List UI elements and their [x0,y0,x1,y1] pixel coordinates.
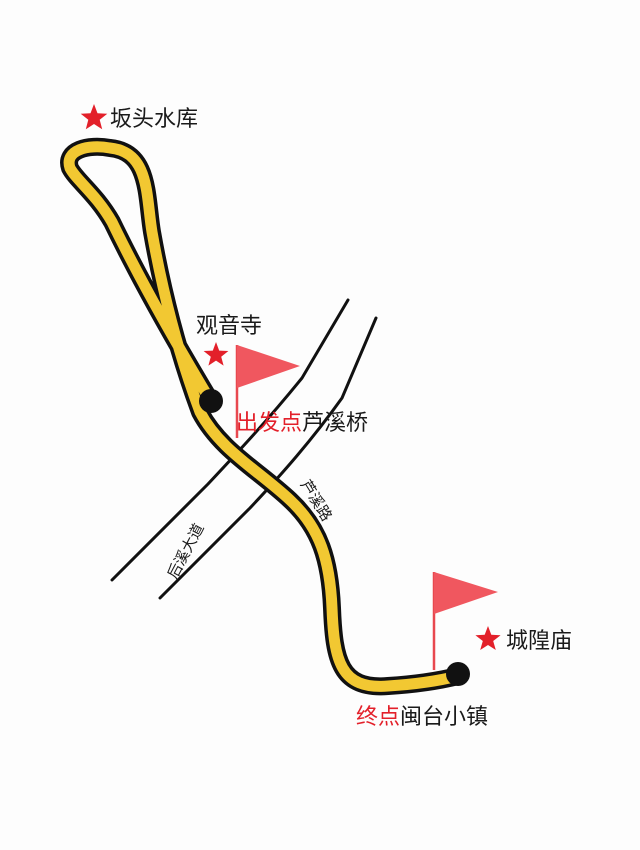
city-god-temple-star-icon [475,626,501,650]
start-point [199,389,223,413]
end-prefix: 终点 [356,705,400,730]
temple-star-icon [203,342,229,366]
start-flag-icon [235,345,300,438]
route-fill [63,141,464,692]
city-god-temple-label: 城隍庙 [506,629,572,654]
start-label: 出发点芦溪桥 [236,411,368,436]
road-houxi-avenue [110,298,378,600]
temple-label: 观音寺 [196,314,262,339]
avenue-edge-lower [158,316,378,600]
start-name: 芦溪桥 [302,411,368,436]
end-flag-icon [432,572,498,670]
end-point [446,662,470,686]
route-path [60,137,467,696]
reservoir-label: 坂头水库 [110,107,198,132]
end-label: 终点闽台小镇 [356,705,488,730]
start-prefix: 出发点 [236,411,302,436]
end-name: 闽台小镇 [400,705,488,730]
reservoir-star-icon [80,104,108,130]
avenue-edge-upper [110,298,350,582]
